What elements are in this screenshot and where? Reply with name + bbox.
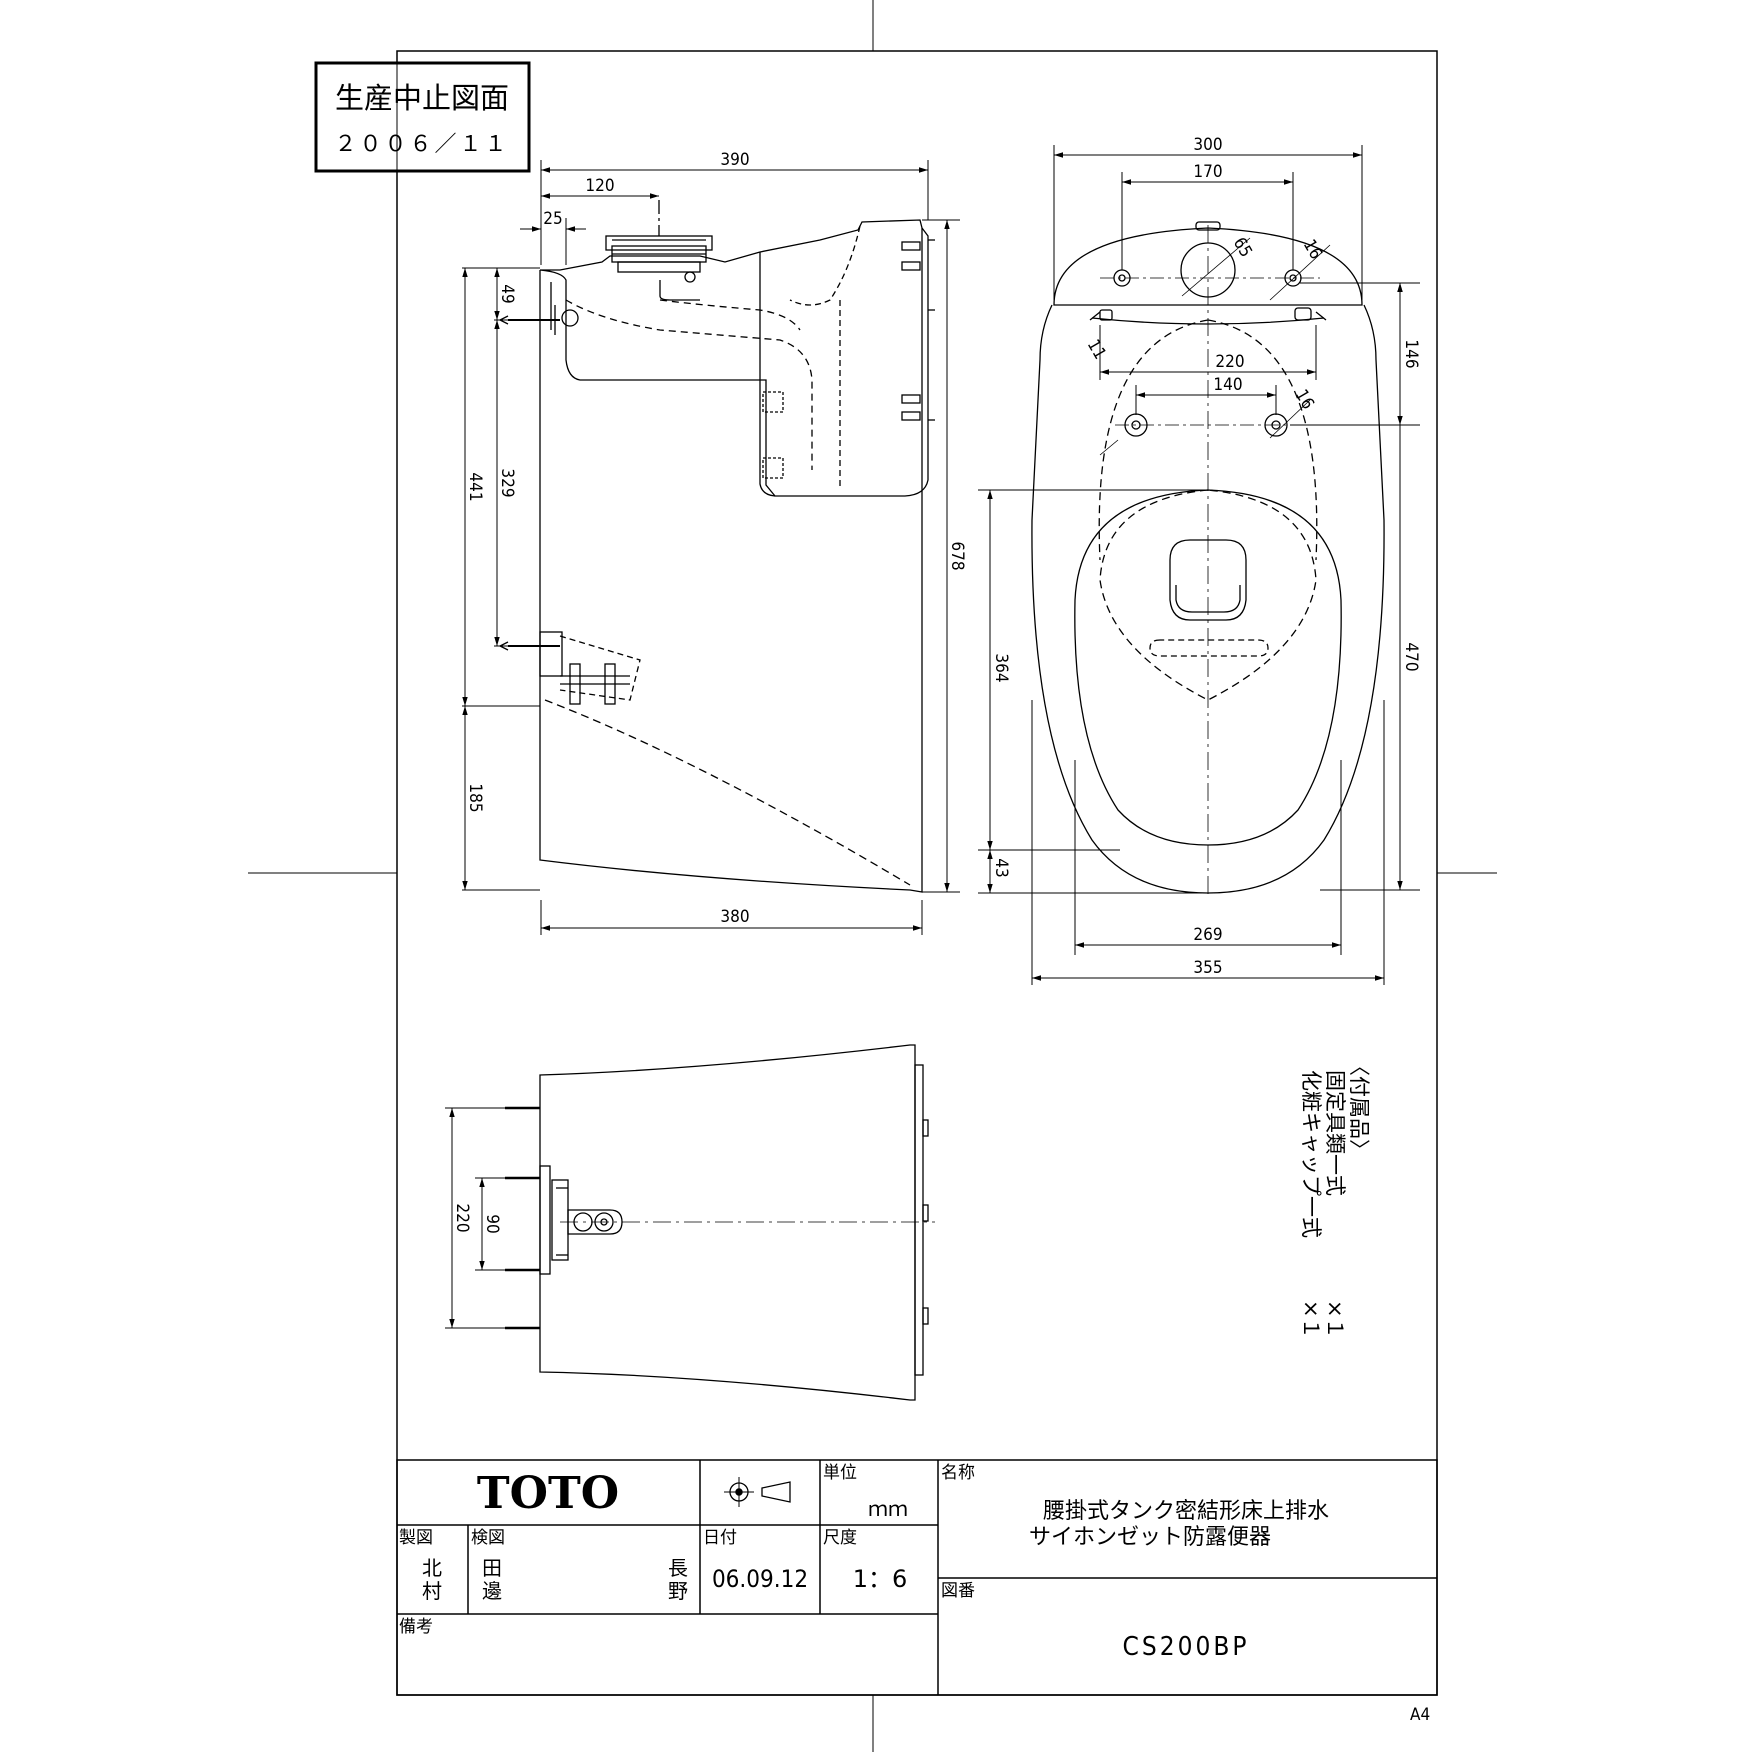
side-dimensions bbox=[462, 160, 960, 935]
dim-220-bottom: 220 bbox=[452, 1203, 472, 1232]
name-label: 名称 bbox=[941, 1463, 975, 1483]
accessory-2-name: 化粧キャップ一式 bbox=[1299, 1070, 1323, 1238]
dim-65: 65 bbox=[1229, 234, 1256, 261]
sheet-size: A4 bbox=[1410, 1705, 1430, 1725]
dim-146: 146 bbox=[1401, 339, 1421, 368]
date-label: 日付 bbox=[703, 1528, 737, 1548]
accessory-1-qty: ×１ bbox=[1323, 1300, 1347, 1339]
dim-49: 49 bbox=[497, 284, 517, 303]
product-name-line2: サイホンゼット防露便器 bbox=[1029, 1525, 1271, 1550]
checked-label: 検図 bbox=[471, 1528, 505, 1548]
top-dimensions bbox=[978, 145, 1420, 985]
title-block bbox=[396, 1459, 1438, 1696]
drawn-label: 製図 bbox=[399, 1528, 433, 1548]
top-dimension-labels: 300 170 220 140 269 355 65 16 11 16 146 … bbox=[991, 135, 1421, 978]
dim-11: 11 bbox=[1083, 336, 1110, 363]
side-dimension-labels: 390 120 25 380 49 329 441 185 678 bbox=[465, 150, 967, 927]
drawn-by-2: 村 bbox=[422, 1579, 442, 1603]
accessories-header: 〈付属品〉 bbox=[1347, 1055, 1371, 1160]
dim-470: 470 bbox=[1401, 642, 1421, 671]
scale-label: 尺度 bbox=[823, 1528, 857, 1548]
stamp-title: 生産中止図面 bbox=[335, 81, 509, 115]
dim-25: 25 bbox=[543, 209, 562, 229]
sheet-frame bbox=[248, 0, 1497, 1752]
stamp-date: ２００６／１１ bbox=[334, 132, 509, 157]
dim-16-top: 16 bbox=[1299, 236, 1326, 263]
dim-364: 364 bbox=[991, 653, 1011, 682]
dim-220-top: 220 bbox=[1215, 352, 1244, 372]
dim-269: 269 bbox=[1193, 925, 1222, 945]
approved-by-2: 野 bbox=[668, 1579, 688, 1603]
dim-300: 300 bbox=[1193, 135, 1222, 155]
checked-by-2: 邊 bbox=[482, 1579, 502, 1603]
dim-390: 390 bbox=[720, 150, 749, 170]
dim-355: 355 bbox=[1193, 958, 1222, 978]
top-view bbox=[1031, 221, 1385, 895]
drawn-by-1: 北 bbox=[422, 1556, 442, 1580]
drawing-number: CS200BP bbox=[1123, 1632, 1250, 1662]
checked-by-1: 田 bbox=[482, 1556, 502, 1580]
unit-value: ｍｍ bbox=[868, 1497, 908, 1521]
bottom-view bbox=[505, 1044, 935, 1401]
dim-16-bolt: 16 bbox=[1291, 386, 1318, 413]
dim-120: 120 bbox=[585, 176, 614, 196]
dim-43: 43 bbox=[991, 858, 1011, 877]
unit-label: 単位 bbox=[823, 1463, 857, 1483]
remarks-label: 備考 bbox=[399, 1617, 433, 1637]
dim-185: 185 bbox=[465, 783, 485, 812]
drawing-no-label: 図番 bbox=[941, 1581, 975, 1601]
accessory-2-qty: ×１ bbox=[1299, 1300, 1323, 1339]
discontinued-stamp: 生産中止図面 ２００６／１１ bbox=[314, 61, 531, 173]
accessory-1-name: 固定具類一式 bbox=[1323, 1070, 1347, 1196]
dim-329: 329 bbox=[497, 468, 517, 497]
toto-logo: TOTO bbox=[477, 1468, 619, 1519]
date-value: 06.09.12 bbox=[712, 1565, 808, 1593]
side-view bbox=[498, 200, 935, 893]
title-block-text: TOTO 単位 ｍｍ 名称 腰掛式タンク密結形床上排水 サイホンゼット防露便器 … bbox=[399, 1463, 1430, 1725]
accessories-note: 〈付属品〉 固定具類一式 ×１ 化粧キャップ一式 ×１ bbox=[1299, 1055, 1371, 1339]
scale-value: 1：6 bbox=[853, 1565, 908, 1593]
dim-678: 678 bbox=[947, 541, 967, 570]
dim-441: 441 bbox=[465, 472, 485, 501]
dim-170: 170 bbox=[1193, 162, 1222, 182]
bottom-dimension-labels: 220 90 bbox=[452, 1203, 502, 1233]
approved-by-1: 長 bbox=[668, 1556, 688, 1580]
dim-140: 140 bbox=[1213, 375, 1242, 395]
product-name-line1: 腰掛式タンク密結形床上排水 bbox=[1043, 1499, 1329, 1524]
dim-380: 380 bbox=[720, 907, 749, 927]
dim-90: 90 bbox=[482, 1214, 502, 1233]
bottom-dimensions bbox=[445, 1107, 505, 1329]
